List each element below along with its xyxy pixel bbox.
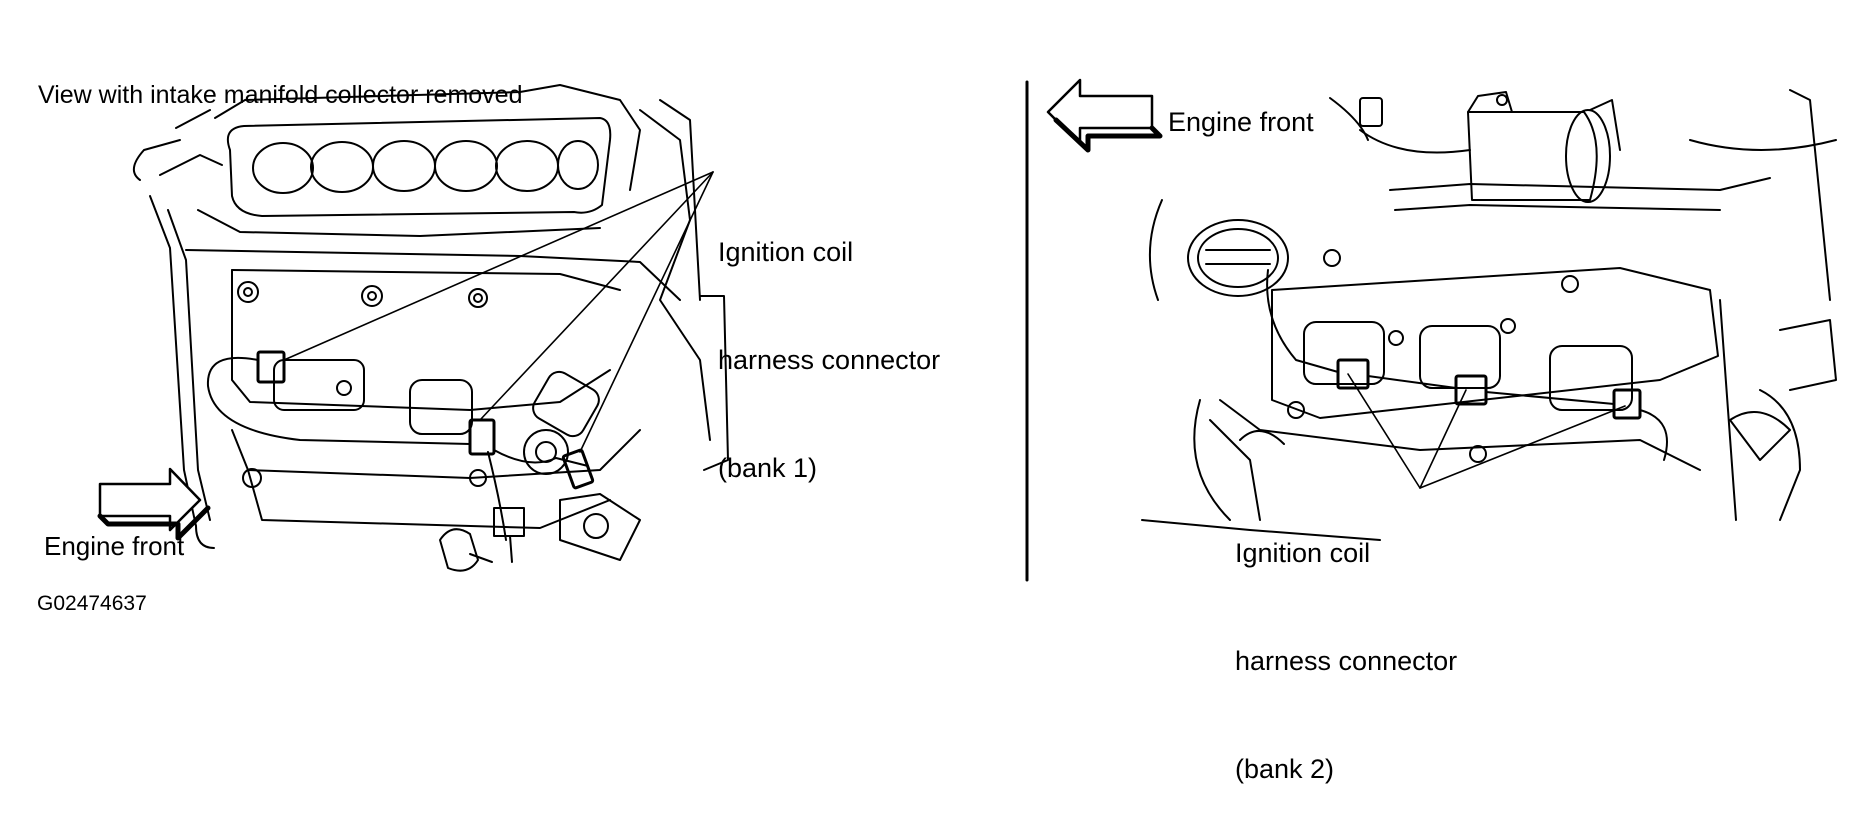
engine-front-label-right: Engine front (1168, 107, 1314, 137)
callout-line-1: Ignition coil (1235, 538, 1371, 568)
left-engine-drawing (133, 84, 729, 572)
bank1-leader-lines (283, 171, 714, 453)
callout-line-3: (bank 2) (1235, 754, 1335, 784)
callout-line-1: Ignition coil (718, 237, 854, 267)
engine-front-label-left: Engine front (44, 531, 185, 561)
engine-illustration (97, 78, 1837, 582)
callout-line-2: harness connector (718, 345, 941, 375)
intake-ports (226, 117, 612, 217)
callout-line-2: harness connector (1235, 646, 1458, 676)
engine-front-arrow-left (1046, 78, 1163, 153)
callout-ignition-coil-bank2: Ignition coil harness connector (bank 2) (1235, 463, 1457, 823)
engine-front-arrow-right (97, 467, 211, 541)
view-title-label: View with intake manifold collector remo… (38, 81, 523, 109)
figure-code-label: G02474637 (37, 592, 147, 615)
callout-ignition-coil-bank1: Ignition coil harness connector (bank 1) (718, 162, 940, 522)
right-engine-drawing (1141, 89, 1837, 541)
callout-line-3: (bank 1) (718, 453, 818, 483)
bank2-leader-lines (1347, 373, 1626, 489)
